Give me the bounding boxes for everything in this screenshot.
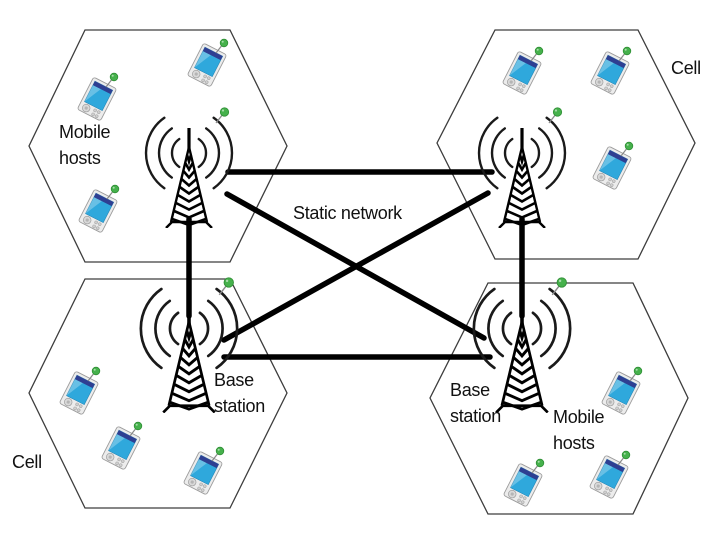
mobile-host-icon [501,46,544,96]
mobile-hosts-label-bottom-right: Mobile hosts [553,407,605,453]
mobile-host-icon [77,184,120,234]
mobile-host-icon [186,38,229,88]
base-station-label-bottom-left: Base station [214,370,265,416]
cell-hexagon-top-right [436,29,696,260]
static-network-label: Static network [293,203,402,223]
mobile-host-icon [589,46,632,96]
cell-label-top-right: Cell [671,58,701,78]
cell-hexagon-top-left [28,29,288,263]
mobile-host-icon [182,446,225,496]
mobile-host-icon [100,421,143,471]
mobile-host-icon [58,366,101,416]
cell-label-bottom-left: Cell [12,452,42,472]
mobile-host-icon [76,72,119,122]
base-station-label-bottom-right: Base station [450,380,501,426]
static-network-links [186,169,525,360]
mobile-host-icon [591,141,634,191]
cell-hexagon-bottom-right [429,282,689,515]
mobile-hosts-label-top-left: Mobile hosts [59,122,111,168]
mobile-host-icon [502,458,545,508]
network-link-diagonal-tr-bl [221,190,491,343]
base-station-icon-top-left [144,106,234,228]
base-station-icon-top-right [477,106,567,228]
mobile-host-icon [588,450,631,500]
